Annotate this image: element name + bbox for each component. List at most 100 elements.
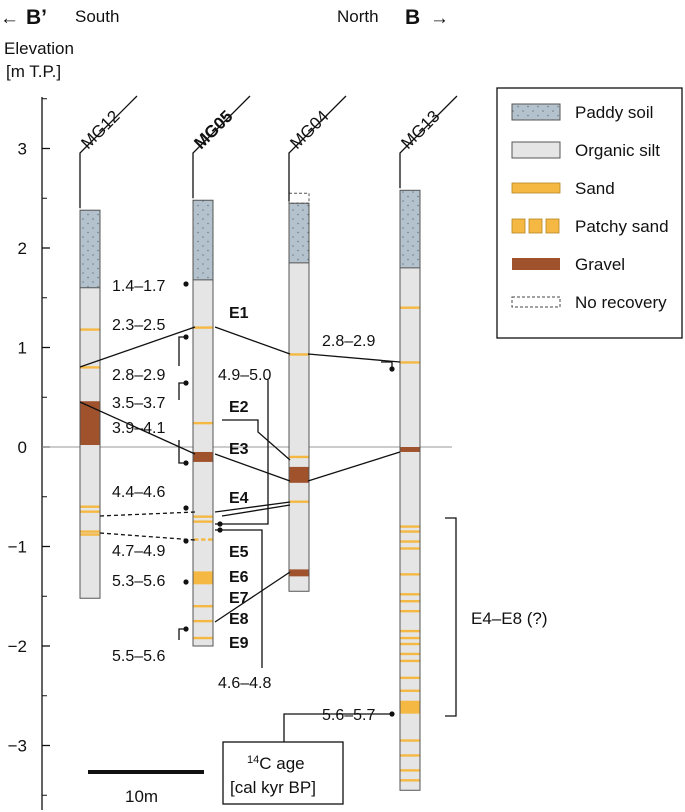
correlation-line-e1-right: [214, 326, 291, 355]
core-sand-layer: [193, 520, 213, 523]
core-sand-layer: [400, 530, 420, 533]
core-sand-layer: [400, 636, 420, 640]
c14-leader: [283, 713, 392, 742]
correlation-line-e4-left: [99, 511, 196, 517]
core-sand-layer: [193, 326, 213, 329]
correlation-line-e4-right: [214, 501, 291, 513]
core-sand-layer: [400, 689, 420, 692]
age-label: 4.6–4.8: [218, 675, 271, 692]
core-sand-layer: [400, 659, 420, 663]
core-sand-layer: [193, 515, 213, 518]
right-arrow: →: [430, 8, 449, 29]
event-labels: E1 E2 E3 E4 E5 E6 E7 E8 E9: [229, 305, 249, 652]
tick-label: −2: [8, 637, 27, 656]
axis-title-line2: [m T.P.]: [6, 62, 61, 81]
correlation-line-e3-left: [79, 401, 196, 455]
core-sand-layer: [400, 676, 420, 680]
legend-label: Patchy sand: [575, 217, 669, 236]
age-label: 2.8–2.9: [322, 333, 375, 350]
tick-label: 0: [18, 438, 27, 457]
c14-superscript: 14: [247, 754, 259, 766]
sample-points: [183, 281, 395, 717]
core-header-line: [288, 95, 347, 202]
core-paddy-soil: [400, 190, 420, 268]
core-no-recovery: [288, 192, 310, 204]
age-label: 5.5–5.6: [112, 648, 165, 665]
core-sand-band: [193, 571, 213, 585]
core-paddy-soil: [80, 210, 100, 288]
core-outline: [192, 199, 214, 647]
core-sand-layer: [400, 754, 420, 757]
core-sand-layer: [289, 500, 309, 503]
age-label: 2.8–2.9: [112, 367, 165, 384]
core-name-label: MG13: [397, 107, 443, 153]
core-gravel-layer: [289, 569, 309, 577]
core-header-line: [192, 95, 251, 199]
sample-leader-3.9: [178, 440, 186, 464]
event-label-e4: E4: [229, 490, 249, 507]
core-mg04: MG04: [286, 95, 347, 592]
sample-dot: [183, 626, 189, 632]
core-silt: [289, 203, 309, 592]
age-label: 4.4–4.6: [112, 484, 165, 501]
sample-leader-3.5: [178, 382, 186, 400]
sample-dot: [217, 521, 223, 527]
core-sand-layer: [80, 366, 100, 369]
core-paddy-soil: [289, 203, 309, 263]
core-paddy-soil: [193, 200, 213, 280]
axis-title-line1: Elevation: [4, 39, 74, 58]
sample-dot: [389, 366, 395, 372]
correlation-lines: [79, 326, 401, 742]
core-sand-layer: [400, 547, 420, 550]
sample-dot: [183, 334, 189, 340]
correlation-line-e3-right: [214, 453, 291, 482]
legend-item-gravel: Gravel: [512, 255, 625, 274]
core-sand-layer: [400, 540, 420, 543]
core-gravel-layer: [400, 447, 420, 452]
legend-swatch: [545, 218, 560, 234]
c14-age-title: 14C age: [247, 754, 305, 773]
e3-leader: [222, 419, 291, 461]
c14-age-unit: [cal kyr BP]: [230, 778, 316, 797]
core-header-line: [399, 95, 458, 189]
tick-label: −1: [8, 538, 27, 557]
core-outline: [399, 189, 421, 791]
age-label: 1.4–1.7: [112, 278, 165, 295]
core-patchy-sand: [201, 538, 206, 541]
event-label-e3: E3: [229, 441, 249, 458]
legend-frame: [496, 87, 683, 339]
core-sand-layer: [80, 533, 100, 536]
correlation-line-e8: [214, 571, 291, 623]
core-sand-layer: [80, 328, 100, 331]
south-label: South: [75, 7, 119, 26]
core-sand-layer: [80, 510, 100, 513]
core-sand-layer: [400, 525, 420, 528]
tick-label: −3: [8, 737, 27, 756]
core-sand-layer: [80, 505, 100, 508]
event-label-e2: E2: [229, 399, 249, 416]
legend-label: Gravel: [575, 255, 625, 274]
event-label-e7: E7: [229, 590, 249, 607]
core-sand-layer: [400, 629, 420, 633]
tick-label: 1: [18, 339, 27, 358]
core-silt: [400, 190, 420, 791]
sample-dot: [183, 460, 189, 466]
age-label: 3.9–4.1: [112, 420, 165, 437]
sample-dot: [217, 527, 223, 533]
legend-swatch: [511, 182, 561, 194]
correlation-line-e1-left: [79, 326, 196, 368]
left-arrow: ←: [0, 8, 19, 29]
event-label-e8: E8: [229, 611, 249, 628]
event-label-e5: E5: [229, 544, 249, 561]
legend-swatch: [511, 103, 561, 121]
age-label: 5.6–5.7: [322, 707, 375, 724]
scale-bar-label: 10m: [125, 787, 158, 806]
legend-swatch: [528, 218, 543, 234]
sample-dot: [183, 380, 189, 386]
sample-dot: [389, 711, 395, 717]
sample-dot: [183, 505, 189, 511]
age-label: 2.3–2.5: [112, 317, 165, 334]
